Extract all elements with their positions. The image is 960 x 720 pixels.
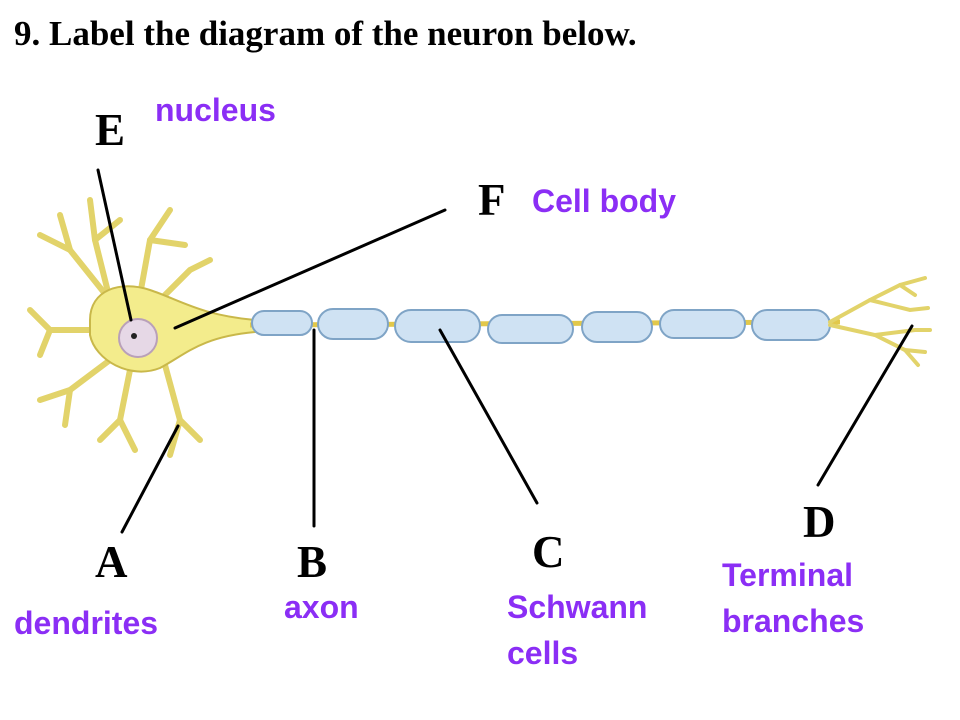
schwann-cell <box>251 310 313 336</box>
label-letter-a: A <box>95 537 128 587</box>
question-title: 9. Label the diagram of the neuron below… <box>14 14 637 53</box>
answer-schwann-cells: Schwann cells <box>507 589 648 672</box>
schwann-cell <box>487 314 574 344</box>
answer-nucleus: nucleus <box>155 92 276 128</box>
answer-dendrites: dendrites <box>14 605 159 641</box>
label-letter-c: C <box>532 527 565 577</box>
leader-line-a <box>120 424 180 534</box>
answer-terminal-branches: Terminal branches <box>722 557 865 640</box>
schwann-cell <box>581 311 653 343</box>
answer-cell-body: Cell body <box>532 183 677 219</box>
dendrites <box>27 197 213 458</box>
label-letter-b: B <box>297 537 328 587</box>
label-letter-d: D <box>803 497 836 547</box>
leader-lines <box>96 168 914 534</box>
nucleolus <box>131 333 137 339</box>
myelin-sheath <box>251 308 831 344</box>
schwann-cell <box>751 309 831 341</box>
leader-line-e <box>96 168 133 322</box>
label-letter-f: F <box>478 175 506 225</box>
terminal-branches <box>828 276 932 367</box>
leader-line-c <box>438 328 539 505</box>
schwann-cell <box>659 309 746 339</box>
leader-line-d <box>816 324 914 487</box>
leader-line-f <box>173 208 447 330</box>
label-letter-e: E <box>95 105 126 155</box>
nucleus <box>118 318 158 358</box>
answer-axon: axon <box>284 589 359 625</box>
schwann-cell <box>394 309 481 343</box>
schwann-cell <box>317 308 389 340</box>
cell-body <box>89 285 256 373</box>
